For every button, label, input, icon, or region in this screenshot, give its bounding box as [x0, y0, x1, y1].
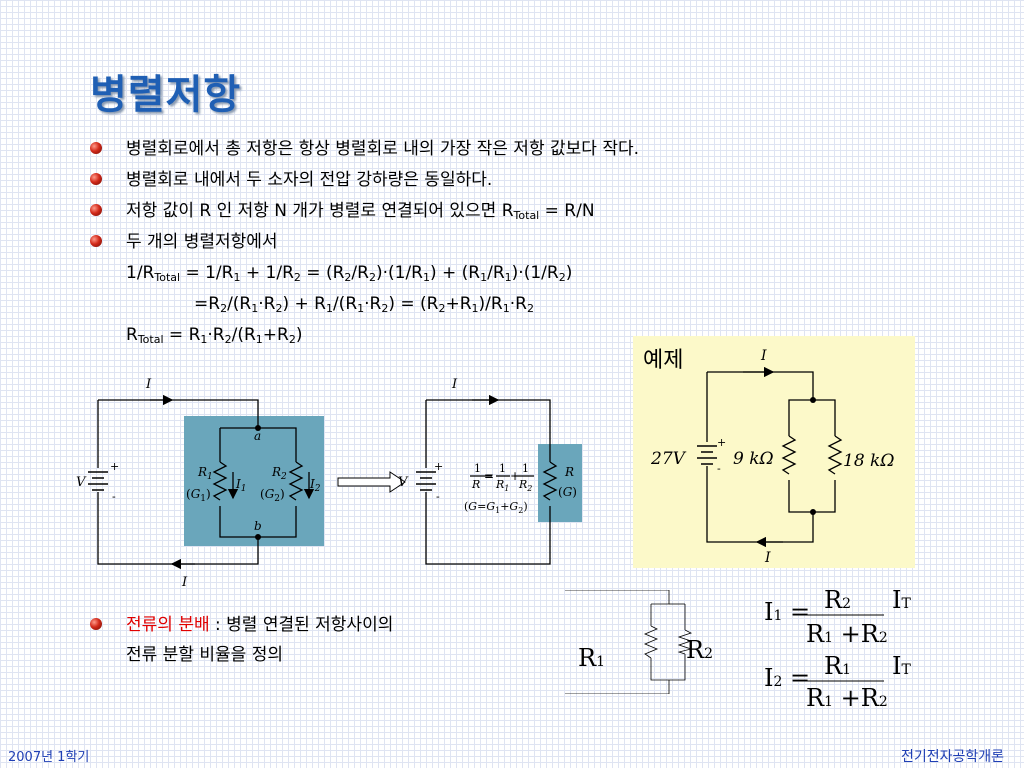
- bullet-item: 두 개의 병렬저항에서: [90, 227, 890, 258]
- svg-text:-: -: [436, 490, 440, 503]
- current-division-desc: : 병렬 연결된 저항사이의: [209, 615, 394, 635]
- formula-line-1: 1/RTotal = 1/R1 + 1/R2 = (R2/R2)·(1/R1) …: [126, 263, 573, 284]
- svg-text:18 kΩ: 18 kΩ: [843, 451, 894, 471]
- bullet-icon: [90, 173, 102, 185]
- r1-label: R1: [578, 644, 605, 672]
- bullet-icon: [90, 618, 102, 630]
- parallel-circuit-diagram: I I V + - a b R1 (G1) R2 (G2) I1 I2 I V …: [76, 377, 582, 590]
- svg-text:R2: R2: [824, 588, 851, 614]
- svg-text:I2: I2: [309, 477, 321, 494]
- bullet-item: 병렬회로 내에서 두 소자의 전압 강하량은 동일하다.: [90, 165, 890, 196]
- svg-text:a: a: [254, 429, 261, 443]
- svg-text:R1: R1: [824, 652, 851, 680]
- current-division-formulas: I1 = R2 R1 +R2 IT I2 = R1 R1 +R2 IT: [764, 588, 911, 712]
- bullet-item: 전류의 분배 : 병렬 연결된 저항사이의: [90, 610, 393, 640]
- bullet-icon: [90, 142, 102, 154]
- current-divider-diagram: [565, 590, 693, 694]
- svg-text:I1 =: I1 =: [764, 598, 810, 626]
- svg-text:I: I: [451, 377, 458, 392]
- svg-text:I: I: [145, 377, 152, 392]
- svg-text:R1: R1: [495, 478, 509, 493]
- svg-text:R1 +R2: R1 +R2: [806, 620, 888, 648]
- svg-text:R: R: [471, 478, 480, 491]
- svg-text:1: 1: [474, 462, 481, 475]
- footer-semester: 2007년 1학기: [8, 750, 90, 765]
- svg-text:=: =: [484, 469, 494, 483]
- svg-text:R1 +R2: R1 +R2: [806, 684, 888, 712]
- bullet-text: 두 개의 병렬저항에서: [126, 232, 278, 252]
- bullet-text: 병렬회로 내에서 두 소자의 전압 강하량은 동일하다.: [126, 170, 493, 190]
- svg-text:IT: IT: [892, 588, 911, 614]
- svg-text:I: I: [181, 575, 188, 590]
- bullet-text: 병렬회로에서 총 저항은 항상 병렬회로 내의 가장 작은 저항 값보다 작다.: [126, 139, 640, 159]
- svg-text:27V: 27V: [650, 449, 687, 469]
- svg-text:(G=G1+G2): (G=G1+G2): [464, 500, 528, 515]
- svg-text:-: -: [717, 462, 721, 475]
- svg-text:9 kΩ: 9 kΩ: [733, 449, 774, 469]
- svg-text:I: I: [760, 348, 767, 364]
- svg-text:+: +: [717, 436, 726, 449]
- current-division-text: 전류의 분배 : 병렬 연결된 저항사이의 전류 분할 비율을 정의: [90, 610, 393, 671]
- bullet-list: 병렬회로에서 총 저항은 항상 병렬회로 내의 가장 작은 저항 값보다 작다.…: [90, 134, 890, 351]
- bullet-item: 저항 값이 R 인 저항 N 개가 병렬로 연결되어 있으면 RTotal = …: [90, 196, 890, 227]
- example-box: 예제 I I 27V + - 9 kΩ: [633, 336, 915, 568]
- example-label: 예제: [643, 348, 684, 373]
- bullet-icon: [90, 204, 102, 216]
- bullet-text: 저항 값이 R 인 저항 N 개가 병렬로 연결되어 있으면 RTotal = …: [126, 201, 595, 222]
- svg-text:(G): (G): [558, 485, 577, 499]
- svg-text:1: 1: [499, 462, 506, 475]
- svg-text:V: V: [398, 475, 409, 490]
- svg-text:R2: R2: [518, 478, 532, 493]
- svg-text:R: R: [564, 465, 574, 479]
- r2-label: R2: [686, 636, 713, 664]
- svg-text:I2 =: I2 =: [764, 664, 810, 692]
- svg-text:1: 1: [522, 462, 529, 475]
- svg-text:-: -: [112, 490, 116, 503]
- svg-text:V: V: [76, 475, 87, 490]
- current-division-heading: 전류의 분배: [126, 615, 210, 635]
- svg-text:I: I: [764, 550, 771, 566]
- teal-box: [184, 416, 324, 546]
- page-title: 병렬저항: [90, 72, 242, 118]
- svg-text:I1: I1: [235, 477, 246, 494]
- bullet-item: 병렬회로에서 총 저항은 항상 병렬회로 내의 가장 작은 저항 값보다 작다.: [90, 134, 890, 165]
- svg-text:b: b: [254, 519, 262, 533]
- formula-line-3: RTotal = R1·R2/(R1+R2): [126, 325, 303, 346]
- svg-text:+: +: [434, 460, 443, 473]
- svg-text:IT: IT: [892, 652, 911, 680]
- current-division-desc-2: 전류 분할 비율을 정의: [126, 645, 283, 665]
- formula-line-2: =R2/(R1·R2) + R1/(R1·R2) = (R2+R1)/R1·R2: [194, 294, 534, 315]
- svg-text:+: +: [510, 469, 520, 483]
- example-circuit: I I 27V + - 9 kΩ 18 kΩ: [650, 348, 894, 566]
- footer-course: 전기전자공학개론: [900, 749, 1004, 765]
- svg-text:+: +: [110, 460, 119, 473]
- bullet-icon: [90, 235, 102, 247]
